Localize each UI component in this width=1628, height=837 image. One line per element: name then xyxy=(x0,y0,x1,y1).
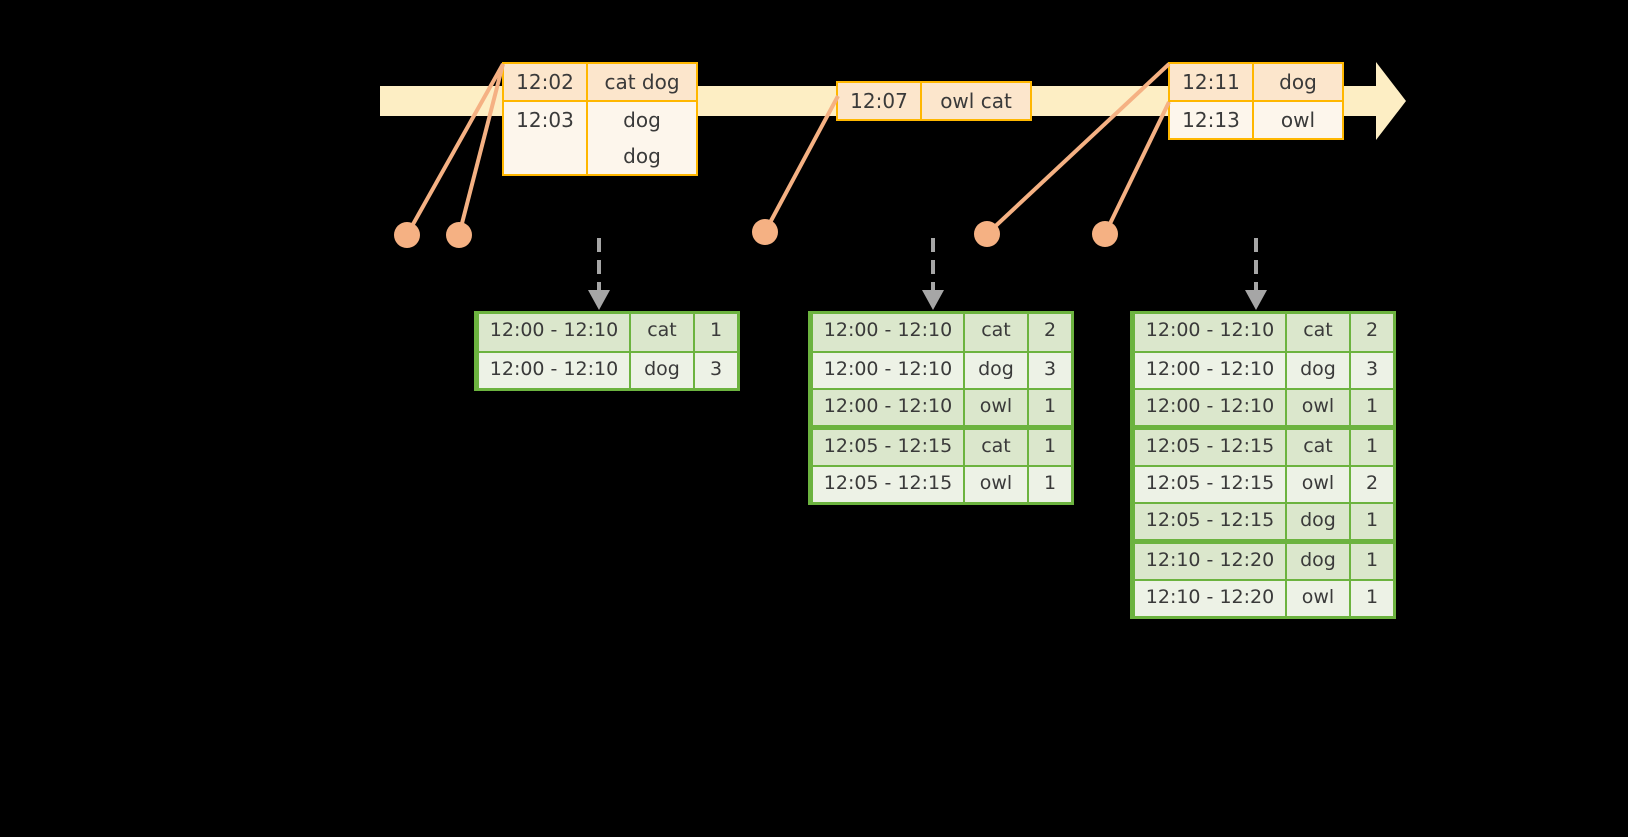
cell-count: 1 xyxy=(1029,467,1071,502)
event-row: 12:11 dog xyxy=(1170,64,1342,100)
cell-count: 3 xyxy=(1351,353,1393,388)
cell-key: dog xyxy=(631,353,693,388)
cell-count: 1 xyxy=(1351,390,1393,425)
cell-window: 12:00 - 12:10 xyxy=(479,314,629,351)
arrow-head xyxy=(588,290,610,310)
event-marker-dot[interactable] xyxy=(752,219,778,245)
cell-window: 12:00 - 12:10 xyxy=(479,353,629,388)
cell-window: 12:10 - 12:20 xyxy=(1135,544,1285,579)
cell-window: 12:05 - 12:15 xyxy=(1135,467,1285,502)
cell-window: 12:00 - 12:10 xyxy=(813,314,963,351)
cell-window: 12:00 - 12:10 xyxy=(813,390,963,425)
timeline-arrow-shaft xyxy=(1356,86,1378,116)
cell-window: 12:05 - 12:15 xyxy=(813,467,963,502)
event-box-group-b[interactable]: 12:07 owl cat xyxy=(836,81,1032,121)
event-marker-dot[interactable] xyxy=(394,222,420,248)
event-text: cat dog xyxy=(588,64,696,100)
cell-window: 12:00 - 12:10 xyxy=(1135,353,1285,388)
cell-key: cat xyxy=(1287,430,1349,465)
cell-key: owl xyxy=(965,390,1027,425)
cell-window: 12:00 - 12:10 xyxy=(1135,314,1285,351)
cell-count: 3 xyxy=(695,353,737,388)
cell-key: dog xyxy=(1287,544,1349,579)
cell-key: dog xyxy=(965,353,1027,388)
event-box-group-a[interactable]: 12:02 cat dog 12:03 dog dog xyxy=(502,62,698,176)
cell-window: 12:05 - 12:15 xyxy=(1135,430,1285,465)
cell-window: 12:00 - 12:10 xyxy=(813,353,963,388)
cell-key: owl xyxy=(965,467,1027,502)
cell-window: 12:05 - 12:15 xyxy=(813,430,963,465)
cell-key: dog xyxy=(1287,504,1349,539)
arrow-head xyxy=(922,290,944,310)
event-text: owl xyxy=(1254,102,1342,138)
cell-key: owl xyxy=(1287,581,1349,616)
event-time: 12:03 xyxy=(504,102,588,174)
cell-key: owl xyxy=(1287,467,1349,502)
cell-count: 1 xyxy=(1351,581,1393,616)
event-row: 12:02 cat dog xyxy=(504,64,696,100)
event-text: owl cat xyxy=(922,83,1030,119)
event-time: 12:13 xyxy=(1170,102,1254,138)
cell-key: cat xyxy=(1287,314,1349,351)
cell-window: 12:10 - 12:20 xyxy=(1135,581,1285,616)
cell-count: 1 xyxy=(1351,544,1393,579)
arrow-shaft xyxy=(597,238,601,294)
event-box-group-c[interactable]: 12:11 dog 12:13 owl xyxy=(1168,62,1344,140)
cell-key: dog xyxy=(1287,353,1349,388)
cell-count: 1 xyxy=(695,314,737,351)
event-row: 12:03 dog dog xyxy=(504,100,696,174)
timeline-arrow-tip xyxy=(1376,62,1406,140)
event-text: dog xyxy=(1254,64,1342,100)
cell-count: 2 xyxy=(1351,314,1393,351)
event-time: 12:11 xyxy=(1170,64,1254,100)
cell-count: 1 xyxy=(1351,430,1393,465)
cell-key: cat xyxy=(631,314,693,351)
arrow-head xyxy=(1245,290,1267,310)
arrow-shaft xyxy=(1254,238,1258,294)
event-marker-dot[interactable] xyxy=(1092,221,1118,247)
event-text: dog dog xyxy=(588,102,696,174)
event-time: 12:02 xyxy=(504,64,588,100)
event-time: 12:07 xyxy=(838,83,922,119)
cell-key: owl xyxy=(1287,390,1349,425)
cell-key: cat xyxy=(965,314,1027,351)
cell-key: cat xyxy=(965,430,1027,465)
cell-count: 1 xyxy=(1029,390,1071,425)
event-marker-dot[interactable] xyxy=(974,221,1000,247)
cell-count: 2 xyxy=(1351,467,1393,502)
cell-count: 1 xyxy=(1351,504,1393,539)
cell-window: 12:00 - 12:10 xyxy=(1135,390,1285,425)
arrow-shaft xyxy=(931,238,935,294)
cell-count: 3 xyxy=(1029,353,1071,388)
cell-window: 12:05 - 12:15 xyxy=(1135,504,1285,539)
event-marker-dot[interactable] xyxy=(446,222,472,248)
cell-count: 1 xyxy=(1029,430,1071,465)
cell-count: 2 xyxy=(1029,314,1071,351)
event-row: 12:13 owl xyxy=(1170,100,1342,138)
event-row: 12:07 owl cat xyxy=(838,83,1030,119)
